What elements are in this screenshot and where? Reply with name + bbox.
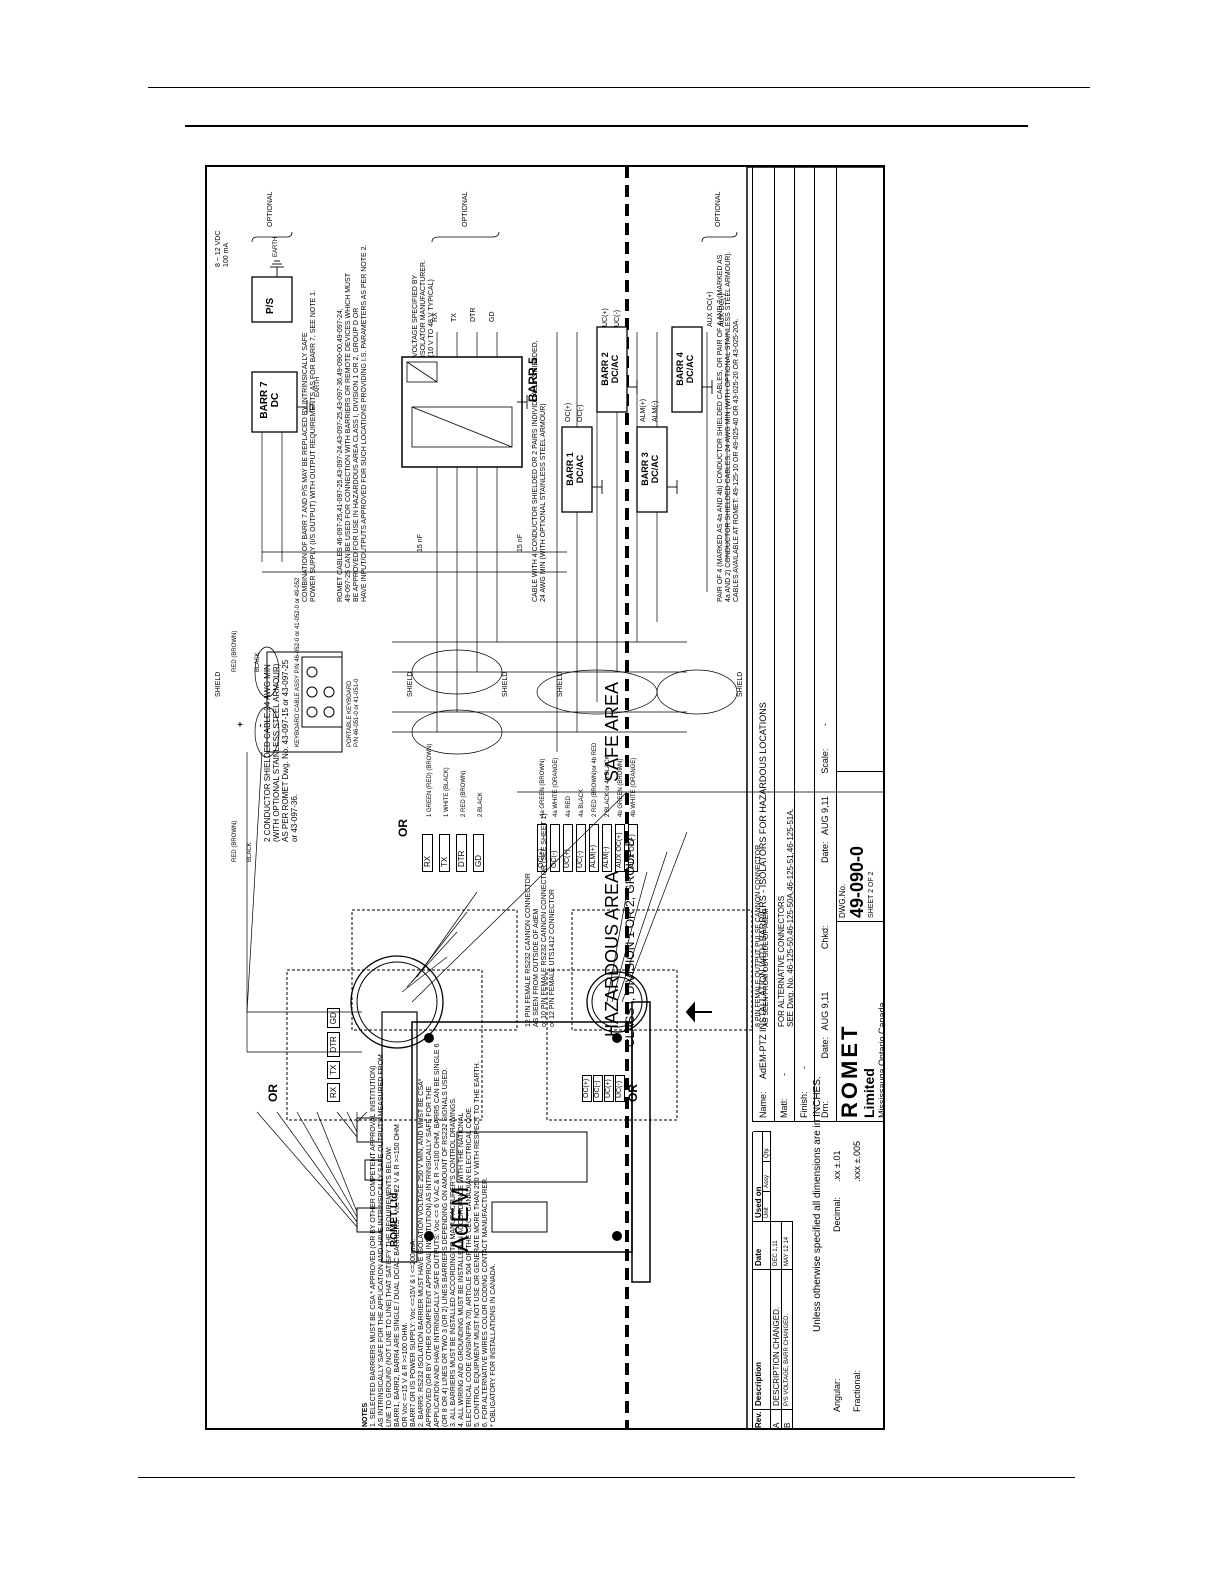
hazard-rx: RX (422, 834, 433, 872)
capacitor-label-2: 15 nF (517, 534, 524, 552)
company-location: Mississauga Ontario Canada (877, 1002, 885, 1118)
tolerance-angular: Angular: (832, 1378, 842, 1412)
wiring-diagram-svg (246, 167, 883, 1428)
hazard-oc-minus: OC(-) (550, 824, 560, 872)
hazard-uc-minus: UC(-) (576, 824, 586, 872)
barr5-label: BARR 5 (526, 357, 540, 402)
safe-pulse-labels: UC(+) UC(-) (602, 308, 621, 327)
footer-rule (138, 1477, 1075, 1478)
wire-label-black-2: BLACK (247, 842, 253, 862)
tolerance-decimal: Decimal: (832, 1196, 842, 1232)
drawn-checked-row: Drn: Date: AUG 9,11 Chkd: Date: AUG 9,11… (815, 167, 837, 1121)
signal-oc-minus: OC(-) (593, 1074, 603, 1102)
hazardous-class-label: CLASS I, DIVISION 1 OR 2, GROUP D (623, 837, 637, 1047)
wire-label-red-brown-2: RED (BROWN) (232, 820, 238, 862)
signal-tx: TX (327, 1060, 340, 1079)
company-sub: Limited (861, 1068, 877, 1118)
signal-uc-plus: UC(+) (604, 1074, 614, 1102)
shield-label-2: SHIELD (407, 671, 414, 697)
signal-rx: RX (327, 1082, 340, 1102)
hazard-alm-plus: ALM(+) (589, 824, 599, 872)
power-plus-terminal: + (235, 721, 245, 727)
tolerance-fractional: Fractional: (852, 1369, 862, 1412)
power-cable-note: 2 CONDUCTOR SHIELDED CABLE,24 AWG MIN (W… (263, 659, 299, 842)
or-label-1: OR (396, 819, 410, 837)
note-barr7-replacement: COMBINATION OF BARR 7 AND P/S MAY BE REP… (302, 290, 317, 602)
revision-table: Rev. Description Date Used on Unit Assy … (752, 1131, 804, 1428)
keyboard-cable-label: KEYBOARD CABLE ASSY P/N 46-052-0 or 41-0… (295, 577, 301, 747)
hazard-oc-plus: OC(+) (537, 824, 547, 872)
safe-alm-labels: ALM(+) ALM(-) (640, 398, 659, 422)
wire-label-red-brown: RED (BROWN) (232, 630, 238, 672)
device-rs232-signals: RX TX DTR GD (327, 1008, 340, 1102)
hazardous-area-label: HAZARDOUS AREA (602, 870, 622, 1037)
hazard-alm-minus: ALM(-) (602, 824, 612, 872)
hazard-tx: TX (439, 834, 450, 872)
pulse-wire-colors: 4a GREEN (BROWN) 4a WHITE (ORANGE) 4a RE… (540, 742, 637, 817)
safe-oc-labels: OC(+) OC(-) (565, 402, 584, 422)
signal-oc-plus: OC(+) (582, 1074, 592, 1102)
rotated-drawing: + - RED (BROWN) BLACK RED (BROWN) BLACK … (207, 167, 885, 1428)
signal-gd: GD (327, 1008, 340, 1029)
header-rule-top (148, 87, 1090, 88)
safe-area-label: SAFE AREA (602, 681, 622, 782)
capacitor-label-1: 15 nF (417, 534, 424, 552)
rs232-hazard-signals: RX TX DTR GD (422, 834, 484, 872)
shield-label-5: SHIELD (737, 671, 744, 697)
earth-label-2: EARTH (273, 236, 279, 257)
drawing-number: 49-090-0 (847, 845, 867, 918)
hazard-dtr: DTR (456, 834, 467, 872)
signal-uc-minus: UC(-) (615, 1074, 625, 1102)
optional-label-3: OPTIONAL (715, 191, 722, 227)
device-pulse-signals: OC(+) OC(-) UC(+) UC(-) (582, 1074, 625, 1102)
hazard-gd: GD (473, 834, 484, 872)
title-block: Name: AdEM-PTZ INSTALLATION WITH BARRIER… (752, 167, 885, 1122)
tolerance-dec2: .xxx ±.005 (852, 1141, 862, 1182)
finish-row: Finish: - (795, 167, 815, 1121)
hazard-uc-plus: UC(+) (563, 824, 573, 872)
voltage-spec-note: VOLTAGE SPECIFIED BY ISOLATOR MANUFACTUR… (412, 260, 435, 357)
tolerance-dec1: .xx ±.01 (832, 1150, 842, 1182)
or-label-3: OR (626, 1084, 640, 1102)
or-label-2: OR (266, 1084, 280, 1102)
wire-label-black: BLACK (255, 652, 261, 672)
sheet-number: SHEET 2 OF 2 (868, 871, 875, 918)
shield-label-1: SHIELD (215, 671, 222, 697)
signal-dtr: DTR (327, 1032, 340, 1057)
material-row: Matl: - (775, 167, 795, 1121)
safe-aux-labels: AUX OC(+) AUX OC(-) (707, 291, 726, 327)
earth-label-1: EARTH (315, 376, 321, 397)
company-logo-cell: ROMET Limited Mississauga Ontario Canada (837, 921, 885, 1121)
optional-label-1: OPTIONAL (267, 191, 274, 227)
portable-keyboard-label: PORTABLE KEYBOARD P/N 46-051-0 or 41-051… (347, 678, 360, 747)
drawing-name-row: Name: AdEM-PTZ INSTALLATION WITH BARRIER… (753, 167, 775, 1121)
shield-label-4: SHIELD (557, 671, 564, 697)
notes-block: NOTES 1. SELECTED BARRIERS MUST BE CSA *… (362, 1043, 497, 1427)
company-name: ROMET (837, 1023, 862, 1118)
rs232-wire-colors: 1 GREEN (RED) (BROWN) 1 WHITE (BLACK) 2 … (427, 743, 484, 817)
drawing-sheet: + - RED (BROWN) BLACK RED (BROWN) BLACK … (205, 165, 885, 1430)
header-rule-second (185, 125, 1028, 127)
drawing-number-cell: DWG.No. 49-090-0 SHEET 2 OF 2 (837, 771, 883, 921)
shield-label-3: SHIELD (502, 671, 509, 697)
power-supply-box: P/S (265, 297, 276, 314)
optional-label-2: OPTIONAL (462, 191, 469, 227)
note-romet-cables: ROMET CABLES 46-097-25,41-097-25,43-097-… (337, 244, 368, 602)
safe-rs232-labels: RX TX DTR GD (432, 307, 496, 322)
